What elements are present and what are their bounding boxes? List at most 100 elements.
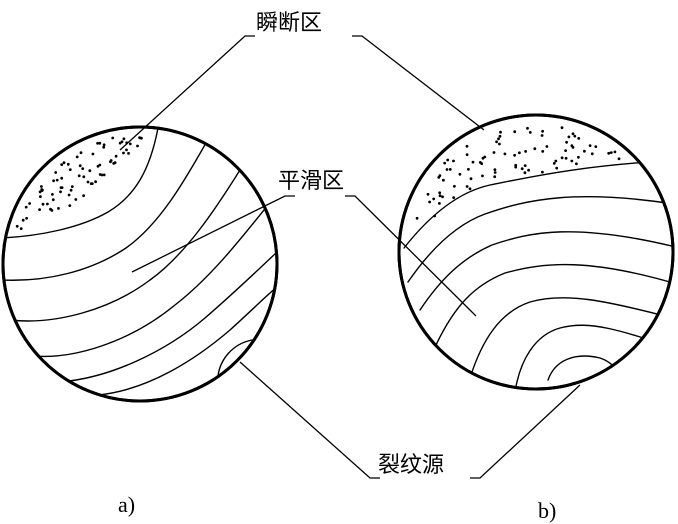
stipple-dot xyxy=(520,167,524,171)
stipple-dot xyxy=(68,168,72,172)
stipple-dot xyxy=(571,146,575,149)
stipple-dot xyxy=(617,157,621,161)
stipple-dot xyxy=(67,193,71,197)
stipple-dot xyxy=(469,177,473,181)
stipple-dot xyxy=(52,179,55,183)
stipple-dot xyxy=(453,184,456,188)
stipple-dot xyxy=(70,185,74,189)
stipple-dot xyxy=(102,143,106,147)
stipple-dot xyxy=(426,192,430,196)
stipple-dot xyxy=(533,147,537,151)
stipple-dot xyxy=(94,180,97,184)
stipple-dot xyxy=(465,153,469,157)
stipple-dot xyxy=(75,155,79,159)
stipple-dot xyxy=(607,151,611,155)
stipple-dot xyxy=(498,142,501,146)
stipple-dot xyxy=(102,173,106,177)
stipple-dot xyxy=(40,185,43,188)
stipple-dot xyxy=(433,214,436,218)
stipple-dot xyxy=(127,152,130,155)
beach-mark-a-5 xyxy=(97,285,277,396)
stipple-dot xyxy=(545,145,549,148)
stipple-dot xyxy=(109,160,112,164)
stipple-dot xyxy=(102,145,106,149)
stipple-dot xyxy=(66,162,70,166)
stipple-dot xyxy=(523,164,527,168)
stipple-dot xyxy=(577,137,581,140)
stipple-dot xyxy=(74,198,78,201)
stipple-dot xyxy=(24,205,28,209)
beach-mark-b-4 xyxy=(469,297,673,379)
stipple-dot xyxy=(442,178,445,182)
stipple-dot xyxy=(51,193,54,196)
stipple-dot xyxy=(81,167,85,171)
stipple-dot xyxy=(513,153,516,157)
stipple-dot xyxy=(443,161,447,165)
stipple-dot xyxy=(493,171,497,174)
beach-mark-b-5 xyxy=(514,324,673,389)
stipple-dot xyxy=(554,159,558,163)
stipple-dot xyxy=(140,136,143,140)
stipple-dot xyxy=(77,174,81,178)
stipple-dot xyxy=(91,152,95,156)
stipple-dot xyxy=(60,186,64,190)
stipple-dot xyxy=(128,142,132,146)
label-instant-fracture-zone: 瞬断区 xyxy=(256,11,322,36)
label-smooth-zone: 平滑区 xyxy=(278,169,344,194)
stipple-dot xyxy=(452,196,456,200)
stipple-dot xyxy=(28,202,31,205)
stipple-dot xyxy=(541,150,545,153)
stipple-dot xyxy=(513,130,517,134)
stipple-dot xyxy=(567,135,571,139)
stipple-dot xyxy=(552,162,556,165)
stipple-dot xyxy=(88,169,92,173)
stipple-dot xyxy=(46,202,49,206)
stipple-dot xyxy=(471,160,475,164)
stipple-dot xyxy=(59,190,62,194)
stipple-dot xyxy=(570,159,574,163)
stipple-dot xyxy=(62,161,66,165)
subfigure-label-a: a) xyxy=(118,492,135,517)
stipple-dot xyxy=(136,144,139,148)
stipple-dot xyxy=(54,171,58,174)
stipple-dot xyxy=(25,216,28,220)
stipple-dot xyxy=(438,174,442,178)
stipple-dot xyxy=(527,168,530,172)
stipple-dot xyxy=(448,168,452,171)
stipple-dot xyxy=(446,158,450,162)
beach-mark-a-3 xyxy=(24,204,269,358)
instant-zone-dots-a xyxy=(15,136,143,231)
beach-mark-a-1 xyxy=(3,142,207,281)
stipple-dot xyxy=(452,159,455,163)
stipple-dot xyxy=(90,182,94,186)
stipple-dot xyxy=(541,129,544,133)
leader-instant-zone-a xyxy=(119,35,255,151)
leader-smooth-zone-a xyxy=(131,195,295,273)
stipple-dot xyxy=(15,224,19,228)
stipple-dot xyxy=(19,227,23,231)
leader-crack-origin-b xyxy=(470,384,581,479)
stipple-dot xyxy=(465,144,469,148)
stipple-dot xyxy=(82,175,86,179)
stipple-dot xyxy=(432,197,436,201)
stipple-dot xyxy=(40,189,44,193)
stipple-dot xyxy=(415,216,419,220)
label-crack-origin: 裂纹源 xyxy=(378,453,444,478)
stipple-dot xyxy=(541,170,544,174)
leader-crack-origin-a xyxy=(239,361,380,479)
stipple-dot xyxy=(478,161,482,164)
stipple-dot xyxy=(86,180,90,184)
beach-mark-b-3 xyxy=(435,263,673,346)
stipple-dot xyxy=(465,185,469,188)
stipple-dot xyxy=(467,167,470,171)
stipple-dot xyxy=(96,141,99,145)
stipple-dot xyxy=(594,145,598,149)
stipple-dot xyxy=(526,126,529,130)
stipple-dot xyxy=(495,140,498,144)
stipple-dot xyxy=(60,176,64,180)
stipple-dot xyxy=(518,151,521,155)
stipple-dot xyxy=(468,187,472,191)
stipple-dot xyxy=(492,151,496,154)
stipple-dot xyxy=(575,162,578,166)
